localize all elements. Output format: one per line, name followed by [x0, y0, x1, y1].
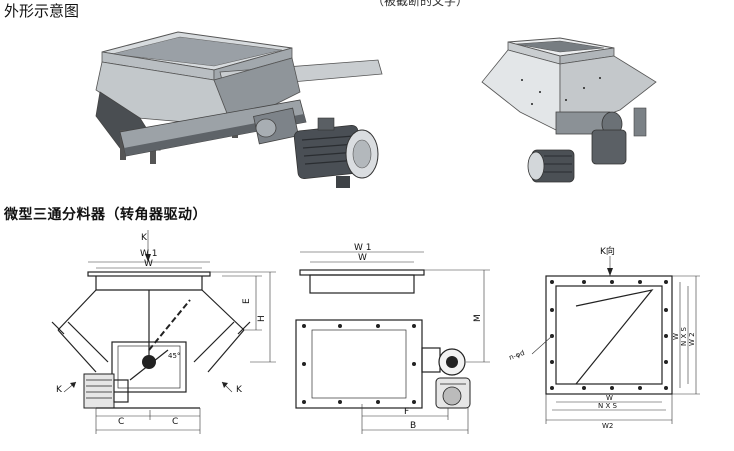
label-k-view: K向	[600, 245, 615, 257]
label-k-right: K	[236, 385, 243, 395]
label-k-top: K	[141, 233, 148, 243]
label-top-nxs: N X S	[680, 327, 688, 346]
diverter-photo-right	[481, 37, 657, 183]
front-view-labels: K W 1 W E H K K C C 45°	[56, 233, 267, 427]
section-heading: 微型三通分料器（转角器驱动）	[4, 207, 207, 223]
label-top-w: W	[672, 333, 680, 340]
label-side-w: W	[358, 253, 367, 263]
label-f: F	[404, 407, 409, 417]
label-m: M	[473, 314, 483, 322]
side-view-drawing	[295, 251, 490, 434]
label-bottom-w: W	[606, 394, 613, 402]
front-view-drawing	[51, 230, 276, 434]
label-n-d: n-φd	[508, 349, 526, 362]
label-side-w1: W 1	[354, 243, 372, 253]
label-w: W	[144, 259, 153, 269]
label-b: B	[410, 421, 416, 431]
cut-off-text: （被截断的文字）	[372, 0, 469, 8]
label-top-w2: W 2	[688, 332, 696, 346]
label-h: H	[257, 315, 267, 322]
side-view-labels: W 1 W M F B	[354, 243, 483, 431]
top-view-drawing	[531, 256, 700, 424]
diverter-photo-left	[95, 31, 383, 188]
label-bottom-nxs: N X S	[598, 402, 617, 410]
label-c-right: C	[172, 417, 178, 427]
label-e: E	[242, 298, 252, 304]
label-bottom-w2: W2	[602, 422, 613, 430]
label-k-left: K	[56, 385, 63, 395]
label-angle: 45°	[168, 352, 180, 360]
top-view-labels: K向 W N X S W 2 W N X S W2 n-φd	[508, 245, 696, 430]
label-c-left: C	[118, 417, 124, 427]
overview-heading: 外形示意图	[4, 2, 80, 20]
label-w1: W 1	[140, 249, 158, 259]
